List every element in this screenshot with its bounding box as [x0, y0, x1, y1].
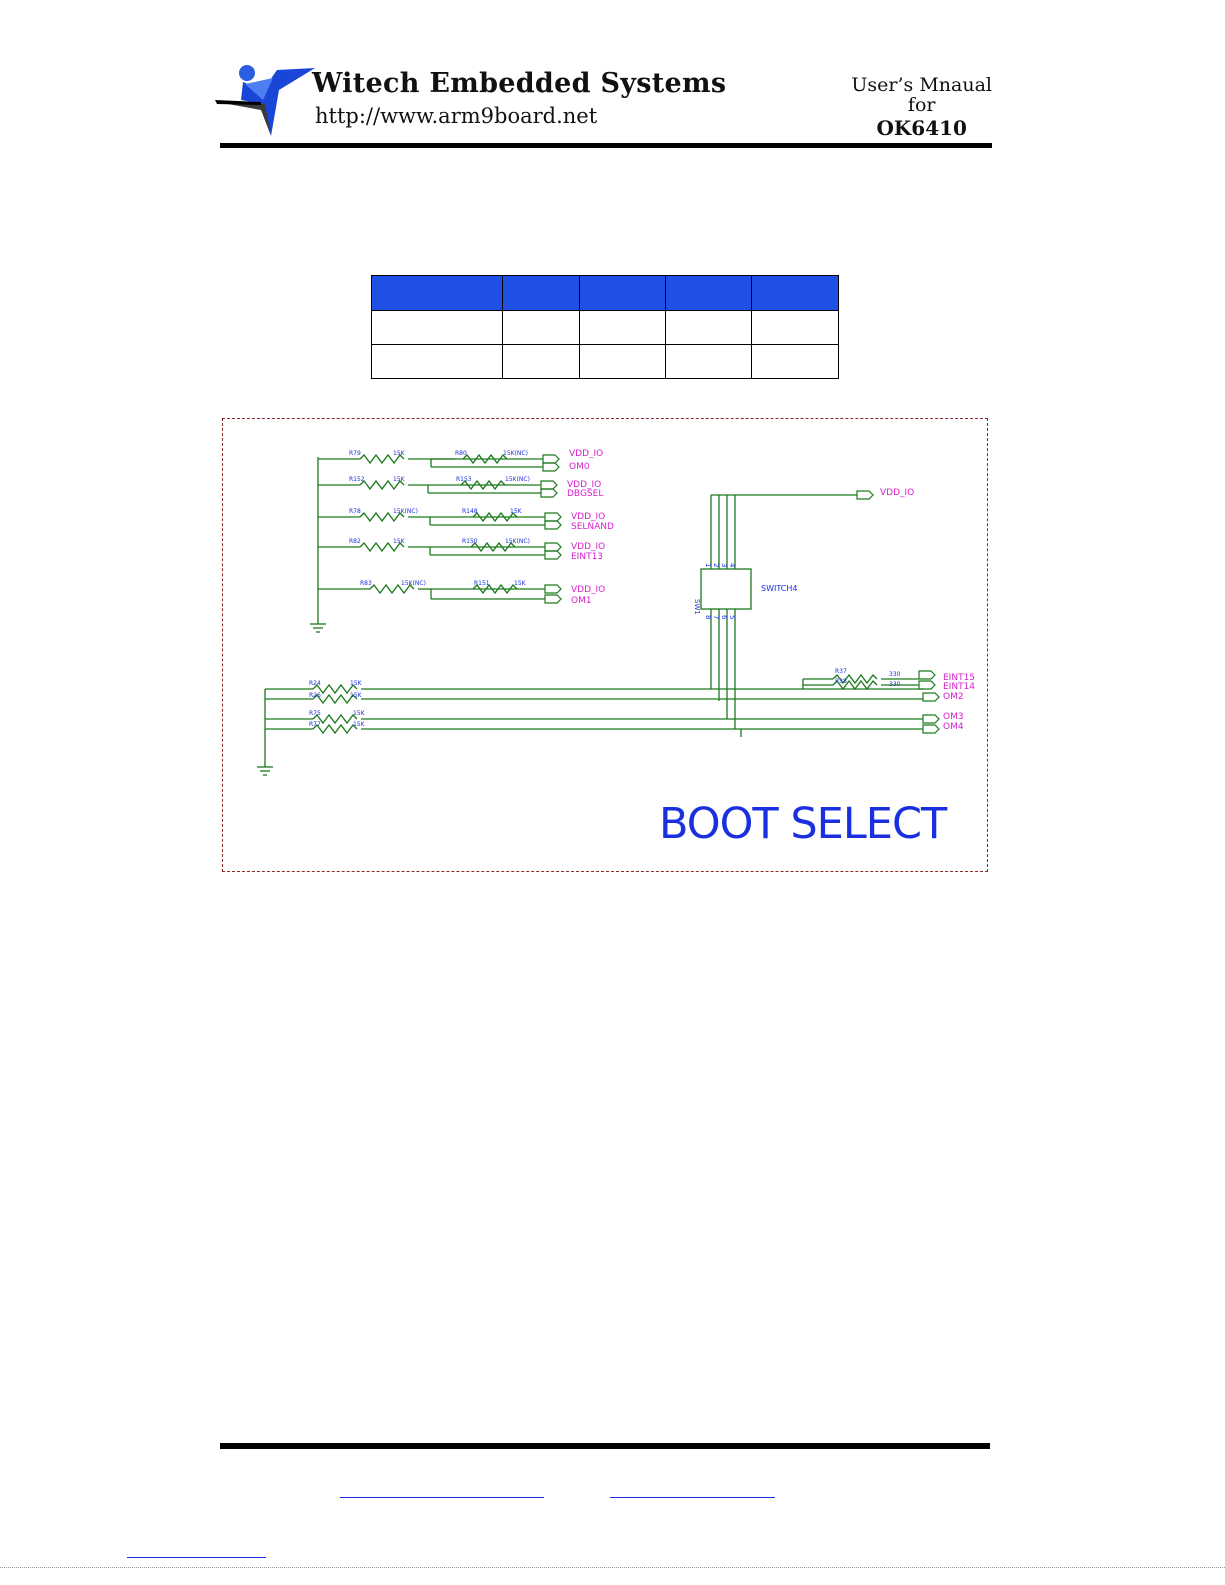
resistor-ref: R75 — [309, 710, 321, 717]
table-header-cell — [502, 275, 580, 311]
resistor-ref: R77 — [309, 721, 321, 728]
net-label-om1: OM1 — [571, 596, 592, 606]
resistor-ref: R152 — [349, 476, 365, 483]
table-header-row — [371, 275, 839, 311]
footer-rule — [220, 1443, 990, 1449]
resistor-ref: R82 — [349, 538, 361, 545]
company-name: Witech Embedded Systems — [312, 68, 727, 99]
resistor-ref: R80 — [455, 450, 467, 457]
net-label-selnand: SELNAND — [571, 522, 614, 532]
witech-logo — [215, 65, 315, 136]
resistor-value: 15K(NC) — [393, 508, 418, 515]
resistor-ref: R37 — [835, 668, 847, 675]
resistor-ref: R26 — [309, 692, 321, 699]
table-cell — [665, 310, 752, 345]
table-row — [371, 310, 839, 345]
switch-ref-label: SW1 — [693, 599, 701, 615]
table-header-cell — [751, 275, 839, 311]
switch-pin: 1 — [704, 563, 712, 567]
resistor-value: 15K — [353, 710, 366, 717]
table-cell — [502, 310, 580, 345]
page-break-line — [0, 1567, 1225, 1568]
switch-sw1 — [700, 490, 874, 737]
table-cell — [579, 310, 666, 345]
footer-link-underline[interactable] — [610, 1497, 775, 1498]
table-header-cell — [665, 275, 752, 311]
net-label-dbgsel: DBGSEL — [567, 489, 603, 499]
table-cell — [502, 344, 580, 379]
manual-title: User’s Mnaual for OK6410 — [851, 74, 992, 141]
resistor-value: 330 — [889, 681, 901, 688]
header-rule — [220, 143, 992, 148]
resistor-value: 15K(NC) — [505, 538, 530, 545]
boot-select-schematic: VDD_IO OM0 VDD_IO DBGSEL VDD_IO SELNAND … — [222, 418, 988, 872]
net-label-vdd-io: VDD_IO — [567, 480, 601, 490]
schematic-title: BOOT SELECT — [659, 799, 947, 849]
resistor-value: 15K — [393, 538, 406, 545]
resistor-ref: R153 — [456, 476, 472, 483]
switch-part-label: SWITCH4 — [761, 584, 797, 593]
net-label-om0: OM0 — [569, 462, 590, 472]
switch-pin: 3 — [720, 563, 728, 567]
switch-labels: SWITCH4 SW1 1 2 3 4 8 7 6 5 — [693, 563, 797, 620]
resistor-value: 15K — [353, 721, 366, 728]
table-row — [371, 344, 839, 379]
table-header-cell — [579, 275, 666, 311]
resistor-labels: R79 15K R80 15K(NC) R152 15K R153 15K(NC… — [309, 450, 901, 728]
resistor-value: 15K — [393, 450, 406, 457]
footer-link-underline[interactable] — [340, 1497, 544, 1498]
resistor-ref: R78 — [349, 508, 361, 515]
net-label-vdd-io: VDD_IO — [880, 488, 914, 498]
resistor-value: 15K(NC) — [505, 476, 530, 483]
resistor-value: 15K — [514, 580, 527, 587]
switch-pin: 6 — [720, 615, 728, 620]
lower-resistor-network — [257, 678, 923, 776]
resistor-value: 330 — [889, 671, 901, 678]
switch-pin: 4 — [728, 563, 736, 568]
resistor-ref: R38 — [835, 678, 847, 685]
resistor-ref: R24 — [309, 680, 321, 687]
manual-title-line3: OK6410 — [876, 116, 967, 140]
switch-pin: 2 — [712, 563, 720, 567]
company-url: http://www.arm9board.net — [315, 104, 598, 128]
net-label-vdd-io: VDD_IO — [571, 512, 605, 522]
table-cell — [371, 344, 503, 379]
switch-pin: 7 — [712, 615, 720, 619]
boot-mode-table — [371, 275, 839, 379]
net-label-eint13: EINT13 — [571, 552, 603, 562]
switch-pin: 5 — [728, 615, 736, 619]
switch-pin: 8 — [704, 615, 712, 619]
net-labels: VDD_IO OM0 VDD_IO DBGSEL VDD_IO SELNAND … — [567, 449, 975, 732]
table-cell — [665, 344, 752, 379]
table-cell — [751, 344, 839, 379]
net-label-eint14: EINT14 — [943, 682, 975, 692]
resistor-value: 15K(NC) — [503, 450, 528, 457]
table-header-cell — [371, 275, 503, 311]
resistor-value: 15K(NC) — [401, 580, 426, 587]
net-label-om3: OM3 — [943, 712, 964, 722]
net-label-om2: OM2 — [943, 692, 964, 702]
table-cell — [751, 310, 839, 345]
resistor-value: 15K — [350, 680, 363, 687]
resistor-ref: R151 — [474, 580, 490, 587]
manual-title-line2: for — [907, 94, 936, 116]
resistor-value: 15K — [510, 508, 523, 515]
table-cell — [371, 310, 503, 345]
resistor-value: 15K — [393, 476, 406, 483]
footer-link-underline[interactable] — [127, 1557, 266, 1558]
net-label-eint15: EINT15 — [943, 673, 975, 683]
resistor-ref: R83 — [360, 580, 372, 587]
resistor-ref: R79 — [349, 450, 361, 457]
manual-title-line1: User’s Mnaual — [851, 74, 992, 96]
net-label-vdd-io: VDD_IO — [571, 542, 605, 552]
resistor-value: 15K — [350, 692, 363, 699]
resistor-ref: R150 — [462, 538, 478, 545]
resistor-ref: R148 — [462, 508, 478, 515]
net-label-om4: OM4 — [943, 722, 964, 732]
net-label-vdd-io: VDD_IO — [571, 585, 605, 595]
net-label-vdd-io: VDD_IO — [569, 449, 603, 459]
table-cell — [579, 344, 666, 379]
